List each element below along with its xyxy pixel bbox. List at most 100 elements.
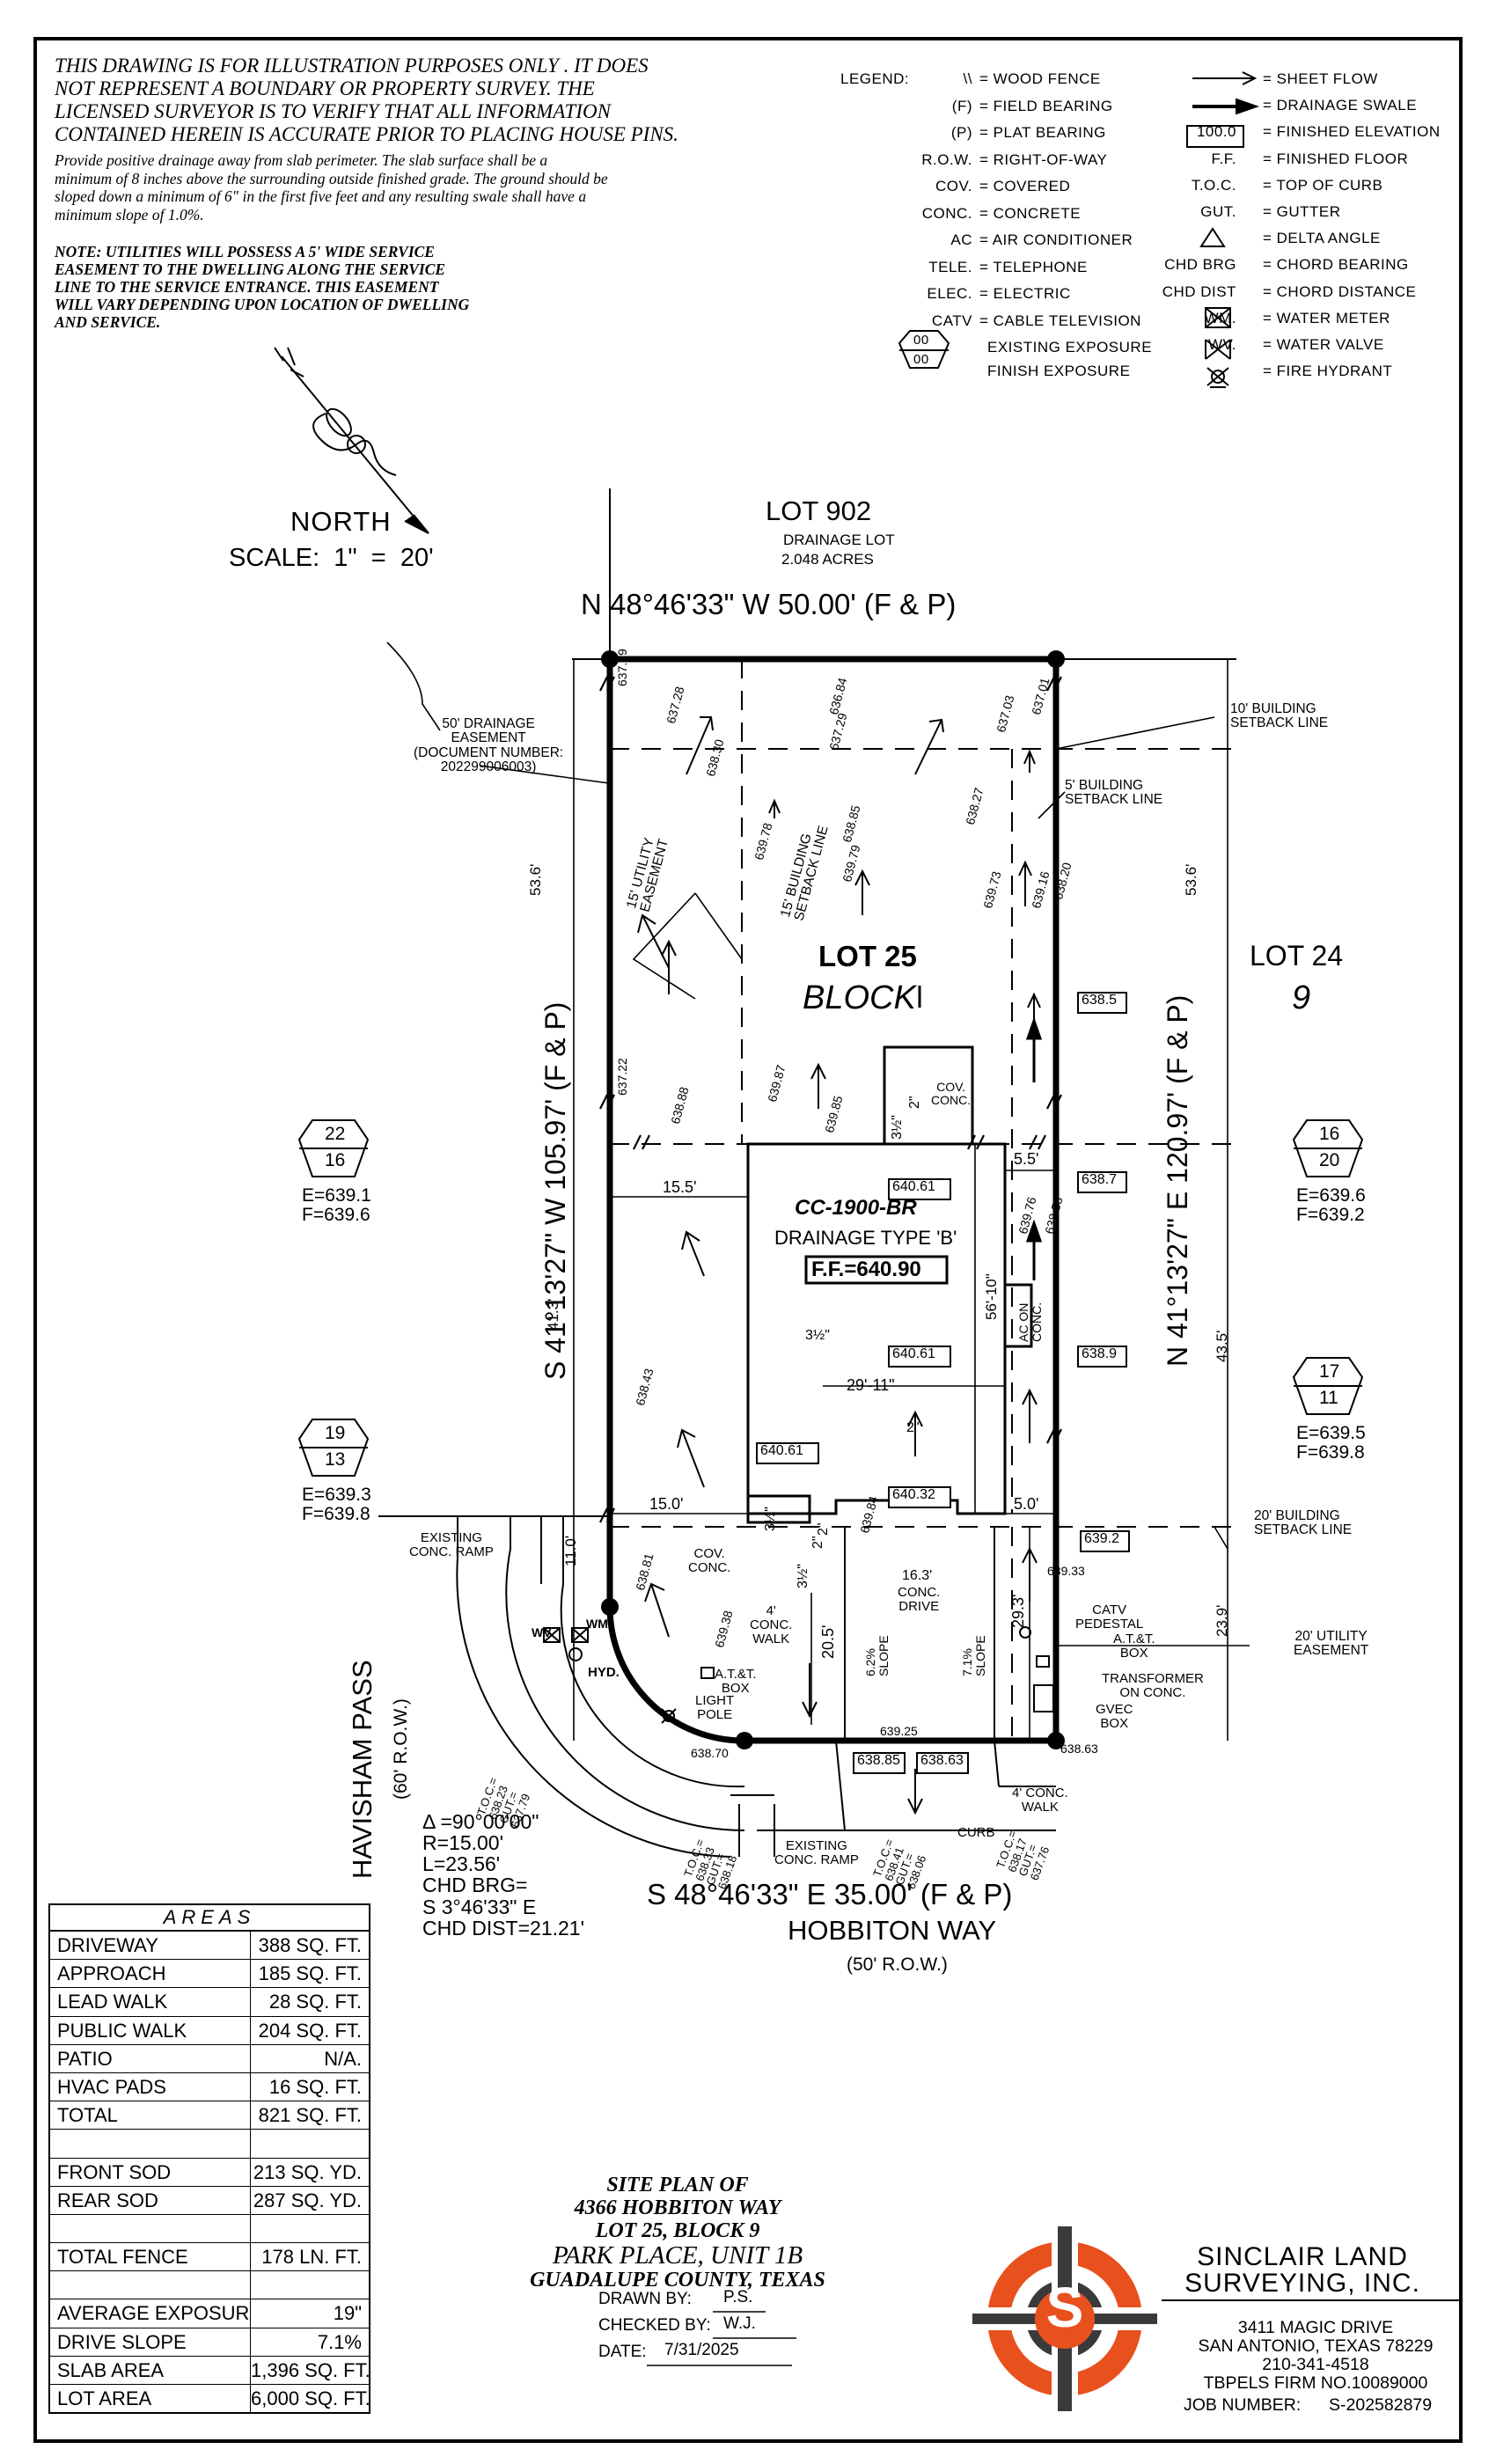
legend-symbol: WV. xyxy=(1207,336,1236,353)
exposure-f: F=639.8 xyxy=(1296,1442,1365,1463)
water-meter-label: WM xyxy=(586,1617,608,1631)
legend-description: = WATER VALVE xyxy=(1263,336,1384,353)
street-row: (60' R.O.W.) xyxy=(391,1698,411,1800)
legend-description: = TELEPHONE xyxy=(979,258,1088,275)
legend-description: = CONCRETE xyxy=(979,204,1082,222)
areas-label xyxy=(50,2271,251,2299)
title-line: SITE PLAN OF xyxy=(606,2174,749,2196)
dimension: 43.5' xyxy=(1214,1330,1230,1362)
exposure-f: F=639.8 xyxy=(302,1504,370,1524)
elevation-box: 640.32 xyxy=(892,1487,935,1502)
spot-elevation: 638.63 xyxy=(1060,1742,1098,1756)
legend-description: = AIR CONDITIONER xyxy=(979,231,1133,248)
exposure-existing: 22 xyxy=(325,1124,346,1144)
legend-description: = TOP OF CURB xyxy=(1263,176,1383,194)
title-line: 4366 HOBBITON WAY xyxy=(574,2196,781,2219)
areas-label: AVERAGE EXPOSURE xyxy=(50,2299,251,2328)
utility-note-line: NOTE: UTILITIES WILL POSSESS A 5' WIDE S… xyxy=(55,243,435,260)
legend-description: = PLAT BEARING xyxy=(979,124,1106,141)
block-label: BLOCK xyxy=(803,979,916,1016)
exposure-f: F=639.2 xyxy=(1296,1205,1365,1225)
south-bearing: S 48°46'33" E 35.00' (F & P) xyxy=(647,1878,1013,1910)
disclaimer-line: THIS DRAWING IS FOR ILLUSTRATION PURPOSE… xyxy=(55,55,649,77)
drainage-easement-label: 50' DRAINAGE EASEMENT (DOCUMENT NUMBER: … xyxy=(414,716,564,774)
logo-letter: S xyxy=(1045,2276,1084,2339)
areas-value: 204 SQ. FT. xyxy=(258,2019,362,2042)
areas-label: DRIVEWAY xyxy=(50,1932,251,1960)
gvec-box-label: GVEC BOX xyxy=(1096,1702,1133,1731)
covered-concrete-label: COV. CONC. xyxy=(688,1546,731,1575)
site-plan-title: SITE PLAN OF 4366 HOBBITON WAY LOT 25, B… xyxy=(493,2174,862,2292)
firm-address-line: 3411 MAGIC DRIVE xyxy=(1237,2318,1394,2337)
lot-902-sub: DRAINAGE LOT xyxy=(783,532,895,548)
legend-symbol: WM. xyxy=(1204,309,1236,326)
areas-label: FRONT SOD xyxy=(50,2158,251,2186)
areas-label xyxy=(50,2214,251,2243)
lot-902-sub: 2.048 ACRES xyxy=(781,551,874,568)
areas-value: 178 LN. FT. xyxy=(261,2246,362,2269)
finished-floor: F.F.=640.90 xyxy=(811,1258,921,1281)
areas-value: N/A. xyxy=(324,2047,362,2070)
exposure-e: E=639.5 xyxy=(1296,1423,1366,1443)
areas-row xyxy=(50,2130,369,2159)
exposure-finish: 13 xyxy=(325,1449,346,1470)
areas-value: 28 SQ. FT. xyxy=(268,1991,362,2013)
slope-label: 6.2% SLOPE xyxy=(863,1635,891,1676)
exposure-existing: 17 xyxy=(1319,1361,1340,1382)
step-height: 3½" xyxy=(763,1507,778,1531)
areas-value: 287 SQ. YD. xyxy=(253,2189,362,2211)
firm-address-line: SAN ANTONIO, TEXAS 78229 xyxy=(1198,2336,1434,2356)
catv-label: CATV PEDESTAL xyxy=(1075,1602,1144,1632)
elevation-box: 638.7 xyxy=(1082,1172,1118,1187)
step-height: 2" xyxy=(816,1522,831,1536)
hydrant-label: HYD. xyxy=(588,1665,620,1680)
drainage-note-line: Provide positive drainage away from slab… xyxy=(55,151,548,169)
concrete-walk-label: 4' CONC. WALK xyxy=(750,1603,793,1646)
spot-elevation: 637.09 xyxy=(615,649,629,686)
step-height: 2" xyxy=(907,1096,922,1109)
legend-description: = FINISHED ELEVATION xyxy=(1263,123,1441,141)
legend-exposure-bottom: 00 xyxy=(913,352,929,367)
legend-symbol: 100.0 xyxy=(1196,123,1236,141)
dimension: 15.5' xyxy=(663,1178,697,1196)
exposure-e: E=639.3 xyxy=(302,1485,371,1505)
legend-symbol: AC xyxy=(950,231,972,248)
utility-note-line: EASEMENT TO THE DWELLING ALONG THE SERVI… xyxy=(55,260,446,278)
spot-elevation: 639.25 xyxy=(880,1724,918,1738)
firm-name-line: SINCLAIR LAND xyxy=(1197,2242,1408,2271)
dimension: 11.0' xyxy=(562,1535,579,1566)
house-plan-code: CC-1900-BR xyxy=(795,1196,917,1220)
water-valve-label: WV xyxy=(532,1625,552,1639)
areas-label: REAR SOD xyxy=(50,2186,251,2214)
areas-label: HVAC PADS xyxy=(50,2072,251,2101)
step-height: 2" xyxy=(810,1536,825,1549)
utility-note-line: WILL VARY DEPENDING UPON LOCATION OF DWE… xyxy=(55,296,470,313)
areas-label: DRIVE SLOPE xyxy=(50,2328,251,2356)
drainage-note-line: sloped down a minimum of 6" in the first… xyxy=(55,187,587,205)
disclaimer-line: NOT REPRESENT A BOUNDARY OR PROPERTY SUR… xyxy=(55,77,595,99)
north-bearing: N 48°46'33" W 50.00' (F & P) xyxy=(581,588,957,620)
curb-label: CURB xyxy=(957,1825,995,1840)
legend-description: = FIELD BEARING xyxy=(979,97,1113,114)
exposure-existing: 16 xyxy=(1319,1124,1340,1144)
utility-note: NOTE: UTILITIES WILL POSSESS A 5' WIDE S… xyxy=(55,243,600,331)
legend-description: = ELECTRIC xyxy=(979,285,1071,302)
building-setback-label: 10' BUILDING SETBACK LINE xyxy=(1230,701,1329,731)
firm-address: 3411 MAGIC DRIVE SAN ANTONIO, TEXAS 7822… xyxy=(1170,2319,1461,2393)
step-height: 3½" xyxy=(805,1328,830,1343)
legend-description: = RIGHT-OF-WAY xyxy=(979,150,1108,168)
legend-symbol: TELE. xyxy=(928,258,972,275)
legend-description: = SHEET FLOW xyxy=(1263,70,1378,87)
legend-description: = WATER METER xyxy=(1263,309,1390,326)
areas-row xyxy=(50,2271,369,2300)
legend-description: = DRAINAGE SWALE xyxy=(1263,97,1418,114)
legend-description: = DELTA ANGLE xyxy=(1263,230,1381,247)
exposure-existing: 19 xyxy=(325,1423,346,1443)
drainage-note-line: minimum of 8 inches above the surroundin… xyxy=(55,169,608,187)
